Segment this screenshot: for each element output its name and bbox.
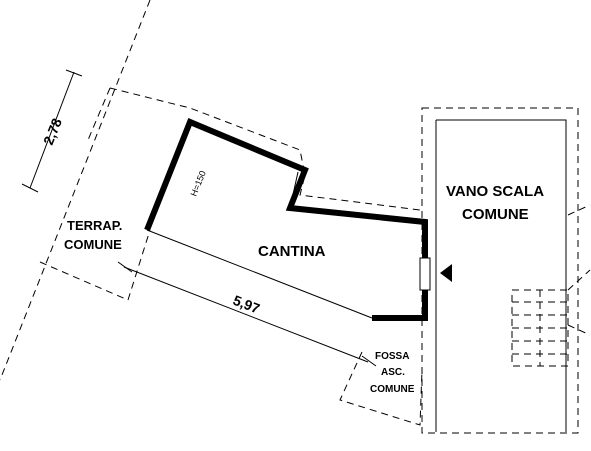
terrap-label-line1: TERRAP. xyxy=(67,218,122,233)
fossa-label-line2: ASC. xyxy=(381,367,405,378)
terrace-outline-left xyxy=(87,87,111,141)
dimension-left-label: 2,78 xyxy=(40,116,65,147)
height-note: H=150 xyxy=(189,169,208,198)
dimension-bottom-label: 5,97 xyxy=(231,292,262,317)
vano-scala-inner xyxy=(435,119,567,432)
terrap-label-line2: COMUNE xyxy=(64,237,122,252)
stairs xyxy=(511,204,591,367)
cantina-inner-walls xyxy=(146,171,373,319)
fossa-label-line1: FOSSA xyxy=(375,351,409,362)
cantina-door[interactable] xyxy=(419,257,431,291)
dimension-left xyxy=(21,69,83,193)
cantina-label: CANTINA xyxy=(258,243,326,260)
vano-scala-label-line2: COMUNE xyxy=(462,206,529,223)
fossa-outline xyxy=(339,351,423,426)
property-boundary-line xyxy=(0,0,151,381)
dimension-bottom xyxy=(117,261,377,367)
vano-scala-label-line1: VANO SCALA xyxy=(446,183,544,200)
fossa-label-line3: COMUNE xyxy=(370,384,415,395)
terrace-outline xyxy=(109,87,421,211)
vano-scala-outline xyxy=(421,107,579,434)
cantina-walls xyxy=(144,118,428,321)
entrance-arrow-icon xyxy=(440,264,452,282)
terrace-outline-lower xyxy=(39,229,151,301)
